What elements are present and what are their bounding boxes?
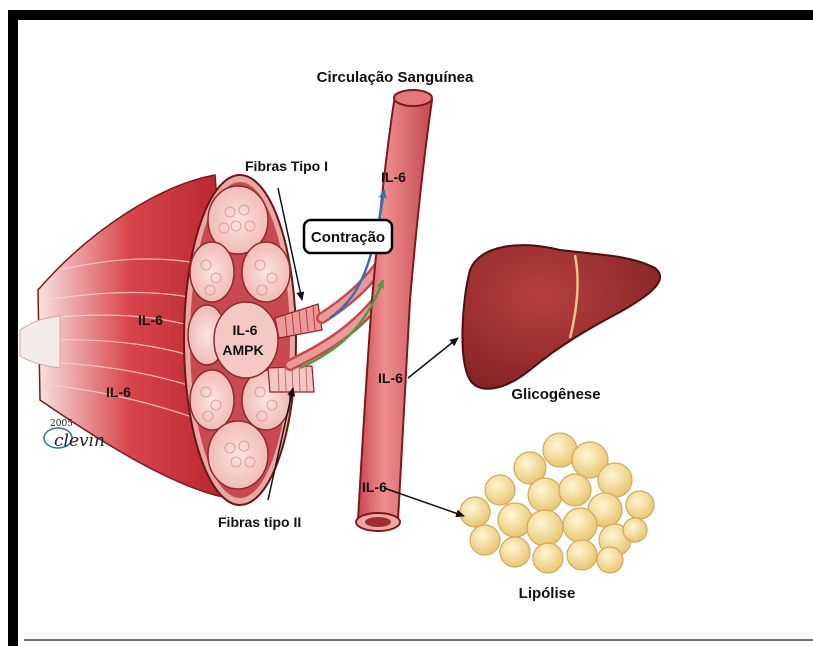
fiber-ampk: AMPK [222,342,263,358]
signature-name: clevin [54,431,105,451]
vessel-top-opening [394,90,432,106]
label-contracao: Contração [311,229,385,246]
title-circulacao: Circulação Sanguínea [317,69,474,86]
label-lipolise: Lipólise [519,585,576,602]
vessel-il6-mid: IL-6 [378,370,403,386]
signature-year: 2005 [50,419,73,429]
vessel-il6-top: IL-6 [381,169,406,185]
fiber-il6: IL-6 [233,322,258,338]
label-glicogenese: Glicogênese [511,386,600,403]
label-fibras-tipo-2: Fibras tipo II [218,514,301,530]
muscle-illustration [20,175,296,505]
vessel-il6-low: IL-6 [362,479,387,495]
adipose-illustration [460,433,654,573]
muscle-il6-lower: IL-6 [106,384,131,400]
label-fibras-tipo-1: Fibras Tipo I [245,158,328,174]
muscle-tendon [20,316,60,368]
muscle-il6-upper: IL-6 [138,312,163,328]
arrow-to-liver [408,338,458,378]
liver-illustration [462,245,660,389]
